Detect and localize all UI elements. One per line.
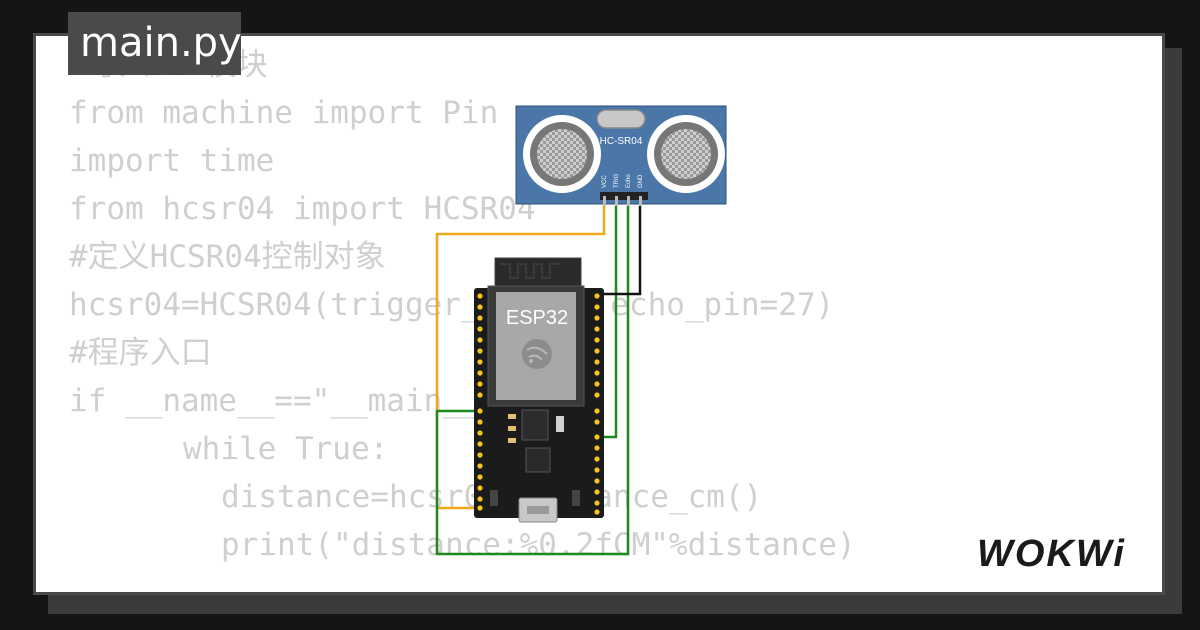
code-line: hcsr04=HCSR04(trigger_pin=26,echo_pin=27… — [69, 287, 835, 323]
sensor-pin-label: Echo — [626, 174, 632, 188]
wire-vcc[interactable] — [435, 206, 606, 510]
boot-button[interactable] — [572, 490, 580, 506]
hc-sr04-sensor[interactable]: HC-SR04 VCC TRIG Echo GND — [515, 105, 727, 206]
code-line: while True: — [183, 431, 389, 467]
code-line: import time — [69, 143, 275, 179]
wires — [435, 206, 642, 556]
code-line: if __name__=="__main__": — [69, 383, 517, 419]
wire-gnd[interactable] — [598, 206, 642, 296]
sensor-label: HC-SR04 — [600, 136, 643, 147]
en-button[interactable] — [490, 490, 498, 506]
sensor-pin-label: VCC — [602, 175, 608, 188]
code-line: #程序入口 — [69, 335, 212, 371]
wokwi-logo-text: WOKWi — [977, 533, 1126, 575]
code-line: print("distance:%0.2fCM"%distance) — [221, 527, 856, 563]
file-tab-main-py[interactable]: main.py — [68, 12, 242, 75]
code-line: from hcsr04 import HCSR04 — [69, 191, 536, 227]
pin-headers — [477, 293, 600, 515]
code-line: from machine import Pin — [69, 95, 499, 131]
board-label: ESP32 — [506, 307, 568, 329]
wokwi-logo: WOKWi — [977, 533, 1126, 575]
esp32-board[interactable]: ESP32 — [474, 257, 604, 523]
wire-trig[interactable] — [435, 206, 630, 556]
sensor-pin-label: GND — [638, 174, 644, 188]
code-line: #定义HCSR04控制对象 — [69, 239, 386, 275]
espressif-logo-icon — [522, 339, 552, 369]
sensor-pin-label: TRIG — [614, 173, 620, 188]
